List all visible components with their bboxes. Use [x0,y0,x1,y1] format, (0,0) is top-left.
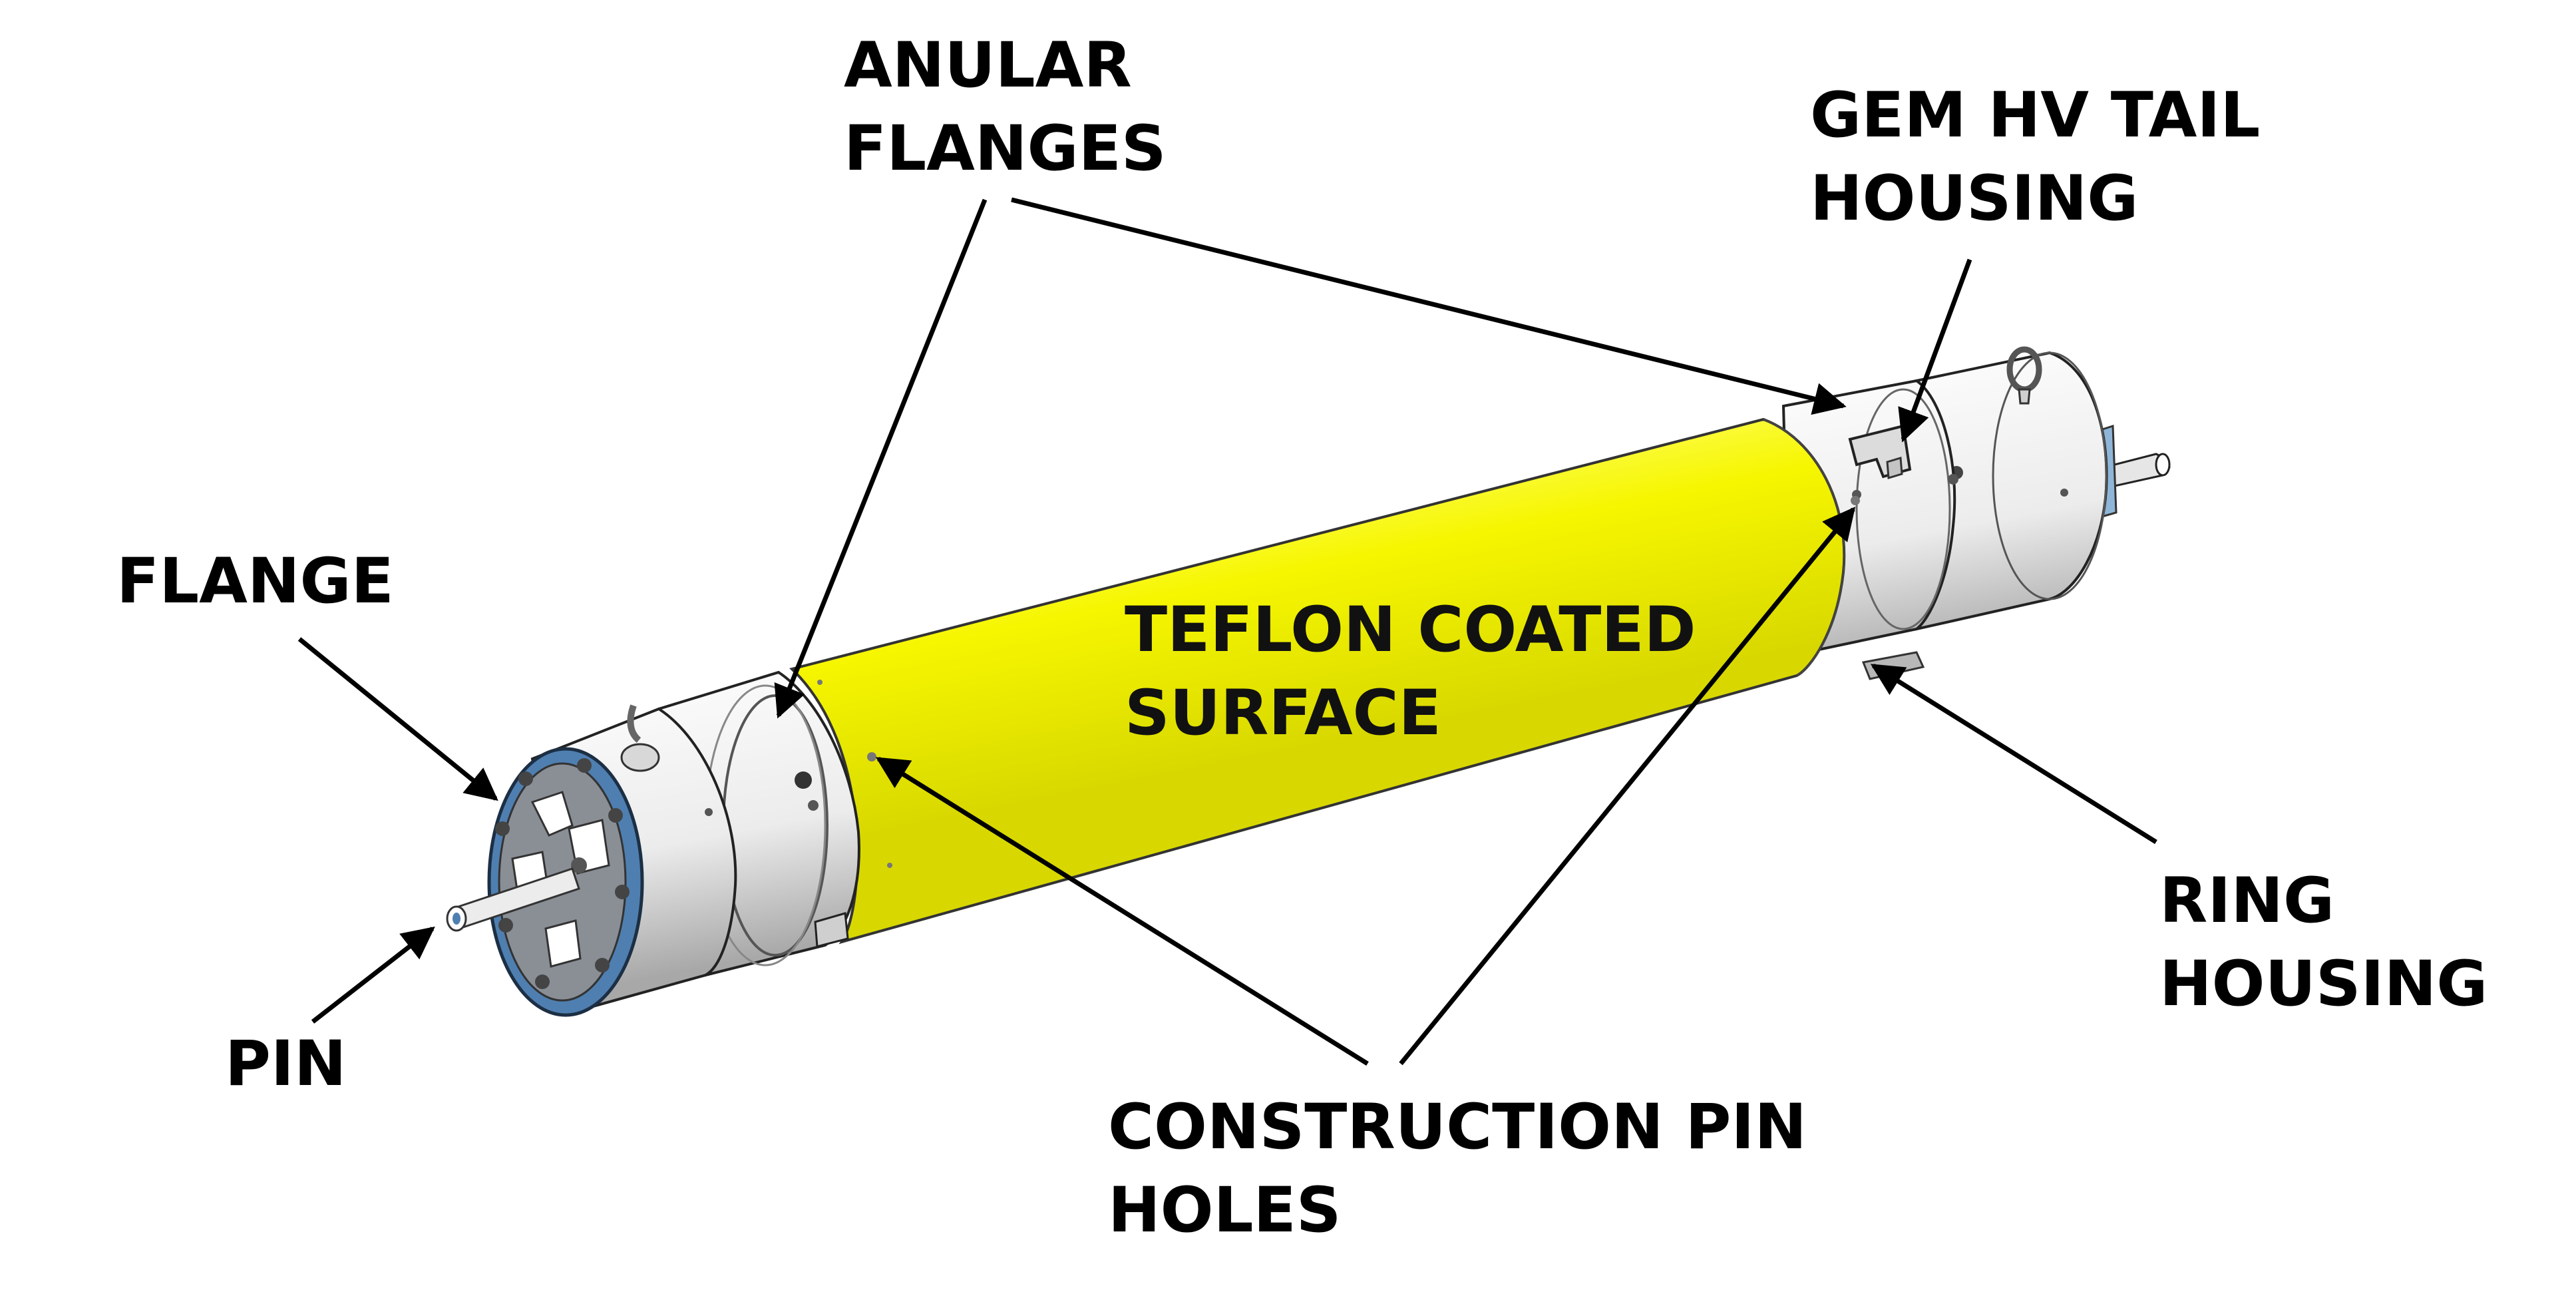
leader-anular-flanges-right [1011,197,1847,415]
right-end-cap [1915,346,2171,631]
leader-flange [297,637,498,801]
leader-lines [297,197,2157,1066]
leader-gem-hv-tail-housing [1898,258,1972,443]
pin [446,867,580,932]
leader-ring-housing [1870,664,2157,844]
label-construction-pin-holes: CONSTRUCTION PIN HOLES [1108,1091,1829,1247]
construction-pin-hole-right [1851,496,1860,505]
leader-pin [311,926,435,1024]
label-anular-flanges: ANULAR FLANGES [844,29,1167,185]
label-gem-hv-tail-housing: GEM HV TAIL HOUSING [1810,79,2282,235]
label-pin: PIN [225,1028,347,1100]
label-ring-housing: RING HOUSING [2159,865,2487,1020]
leader-construction-pin-holes-right [1399,507,1856,1066]
label-teflon-coated-surface: TEFLON COATED SURFACE [1125,594,1718,750]
label-flange: FLANGE [116,545,394,618]
leader-anular-flanges-left [774,198,988,719]
construction-pin-hole-left [867,752,876,761]
ring-housing-band [1861,651,1925,680]
leader-construction-pin-holes-left [875,757,1369,1066]
